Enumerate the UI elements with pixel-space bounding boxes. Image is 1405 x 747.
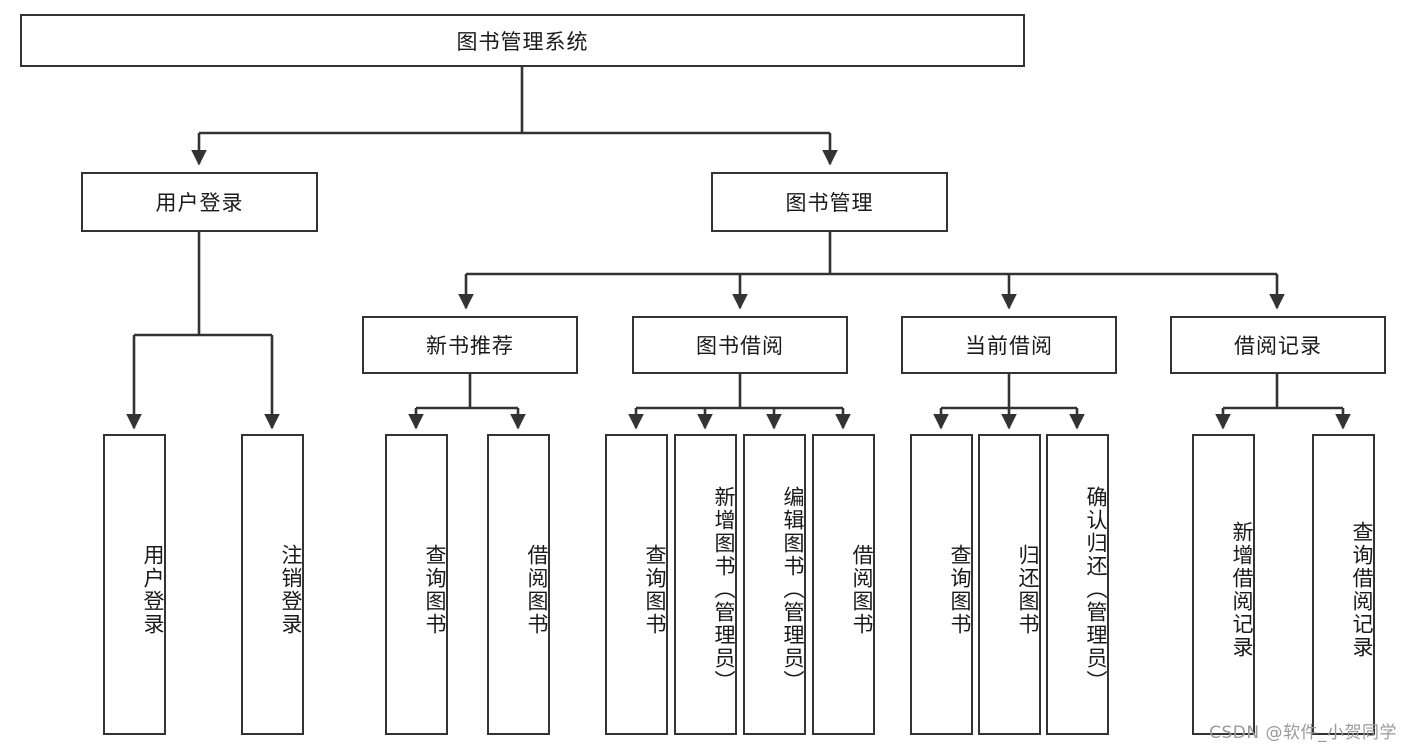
- node-label: 借阅图书: [850, 543, 874, 636]
- node-label: 新书推荐: [426, 334, 514, 358]
- node-label: 新增借阅记录: [1230, 520, 1254, 659]
- node-label: 当前借阅: [965, 334, 1053, 358]
- node-new-book-recommend[interactable]: 新书推荐: [362, 316, 578, 374]
- node-label: 借阅图书: [525, 543, 549, 636]
- leaf-query-book-borrow[interactable]: 查询图书: [605, 434, 668, 735]
- node-label: 图书借阅: [696, 334, 784, 358]
- leaf-query-borrow-record[interactable]: 查询借阅记录: [1312, 434, 1375, 735]
- node-borrow-record[interactable]: 借阅记录: [1170, 316, 1386, 374]
- leaf-edit-book-admin[interactable]: 编辑图书（管理员）: [743, 434, 806, 735]
- leaf-query-book-recommend[interactable]: 查询图书: [385, 434, 448, 735]
- node-label: 确认归还（管理员）: [1084, 486, 1108, 693]
- leaf-add-book-admin[interactable]: 新增图书（管理员）: [674, 434, 737, 735]
- leaf-borrow-book-recommend[interactable]: 借阅图书: [487, 434, 550, 735]
- node-label: 用户登录: [141, 543, 165, 636]
- node-label: 图书管理: [785, 191, 874, 215]
- node-current-borrow[interactable]: 当前借阅: [901, 316, 1117, 374]
- node-label: 查询借阅记录: [1350, 520, 1374, 659]
- node-label: 图书管理系统: [456, 29, 589, 54]
- node-label: 归还图书: [1016, 543, 1040, 636]
- node-label: 用户登录: [155, 191, 244, 215]
- leaf-borrow-book[interactable]: 借阅图书: [812, 434, 875, 735]
- leaf-confirm-return-admin[interactable]: 确认归还（管理员）: [1046, 434, 1109, 735]
- node-label: 查询图书: [643, 543, 667, 636]
- node-label: 借阅记录: [1234, 334, 1322, 358]
- leaf-query-book-current[interactable]: 查询图书: [910, 434, 973, 735]
- leaf-add-borrow-record[interactable]: 新增借阅记录: [1192, 434, 1255, 735]
- node-root-book-management-system[interactable]: 图书管理系统: [20, 14, 1025, 67]
- leaf-return-book[interactable]: 归还图书: [978, 434, 1041, 735]
- node-label: 查询图书: [948, 543, 972, 636]
- node-book-borrow[interactable]: 图书借阅: [632, 316, 848, 374]
- node-label: 编辑图书（管理员）: [781, 486, 805, 693]
- watermark: CSDN @软件_小贺同学: [1209, 723, 1397, 743]
- node-user-login[interactable]: 用户登录: [81, 172, 318, 232]
- leaf-user-login[interactable]: 用户登录: [103, 434, 166, 735]
- leaf-logout[interactable]: 注销登录: [241, 434, 304, 735]
- node-book-management[interactable]: 图书管理: [711, 172, 948, 232]
- node-label: 注销登录: [279, 543, 303, 636]
- node-label: 新增图书（管理员）: [712, 486, 736, 693]
- node-label: 查询图书: [423, 543, 447, 636]
